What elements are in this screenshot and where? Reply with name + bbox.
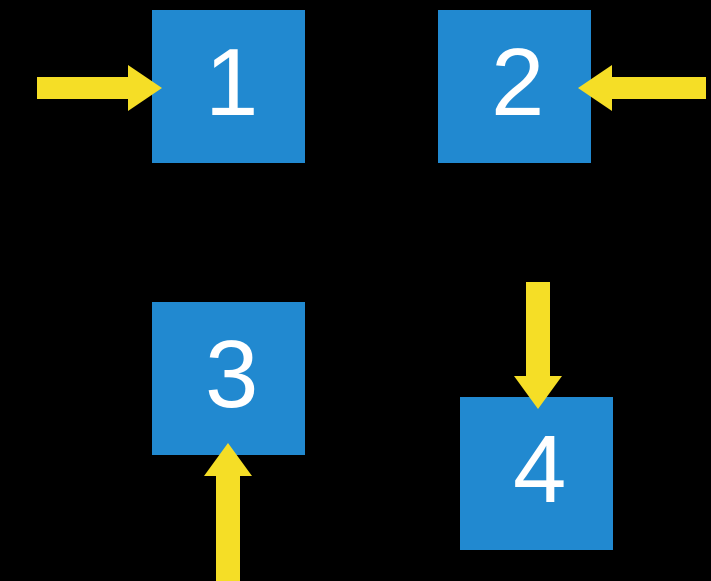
node-box-3[interactable] <box>152 302 305 455</box>
arrow-down-icon <box>514 282 562 409</box>
arrow-into-node-1[interactable] <box>37 65 162 111</box>
node-label-1: 1 <box>205 29 259 136</box>
arrow-into-node-4[interactable] <box>514 282 562 409</box>
node-label-3: 3 <box>205 321 259 428</box>
node-box-1[interactable] <box>152 10 305 163</box>
arrow-into-node-3[interactable] <box>204 443 252 581</box>
node-label-4: 4 <box>513 416 567 523</box>
arrow-left-icon <box>578 65 706 111</box>
node-box-4[interactable] <box>460 397 613 550</box>
arrow-up-icon <box>204 443 252 581</box>
node-box-2[interactable] <box>438 10 591 163</box>
node-label-2: 2 <box>491 29 545 136</box>
arrow-right-icon <box>37 65 162 111</box>
arrow-into-node-2[interactable] <box>578 65 706 111</box>
